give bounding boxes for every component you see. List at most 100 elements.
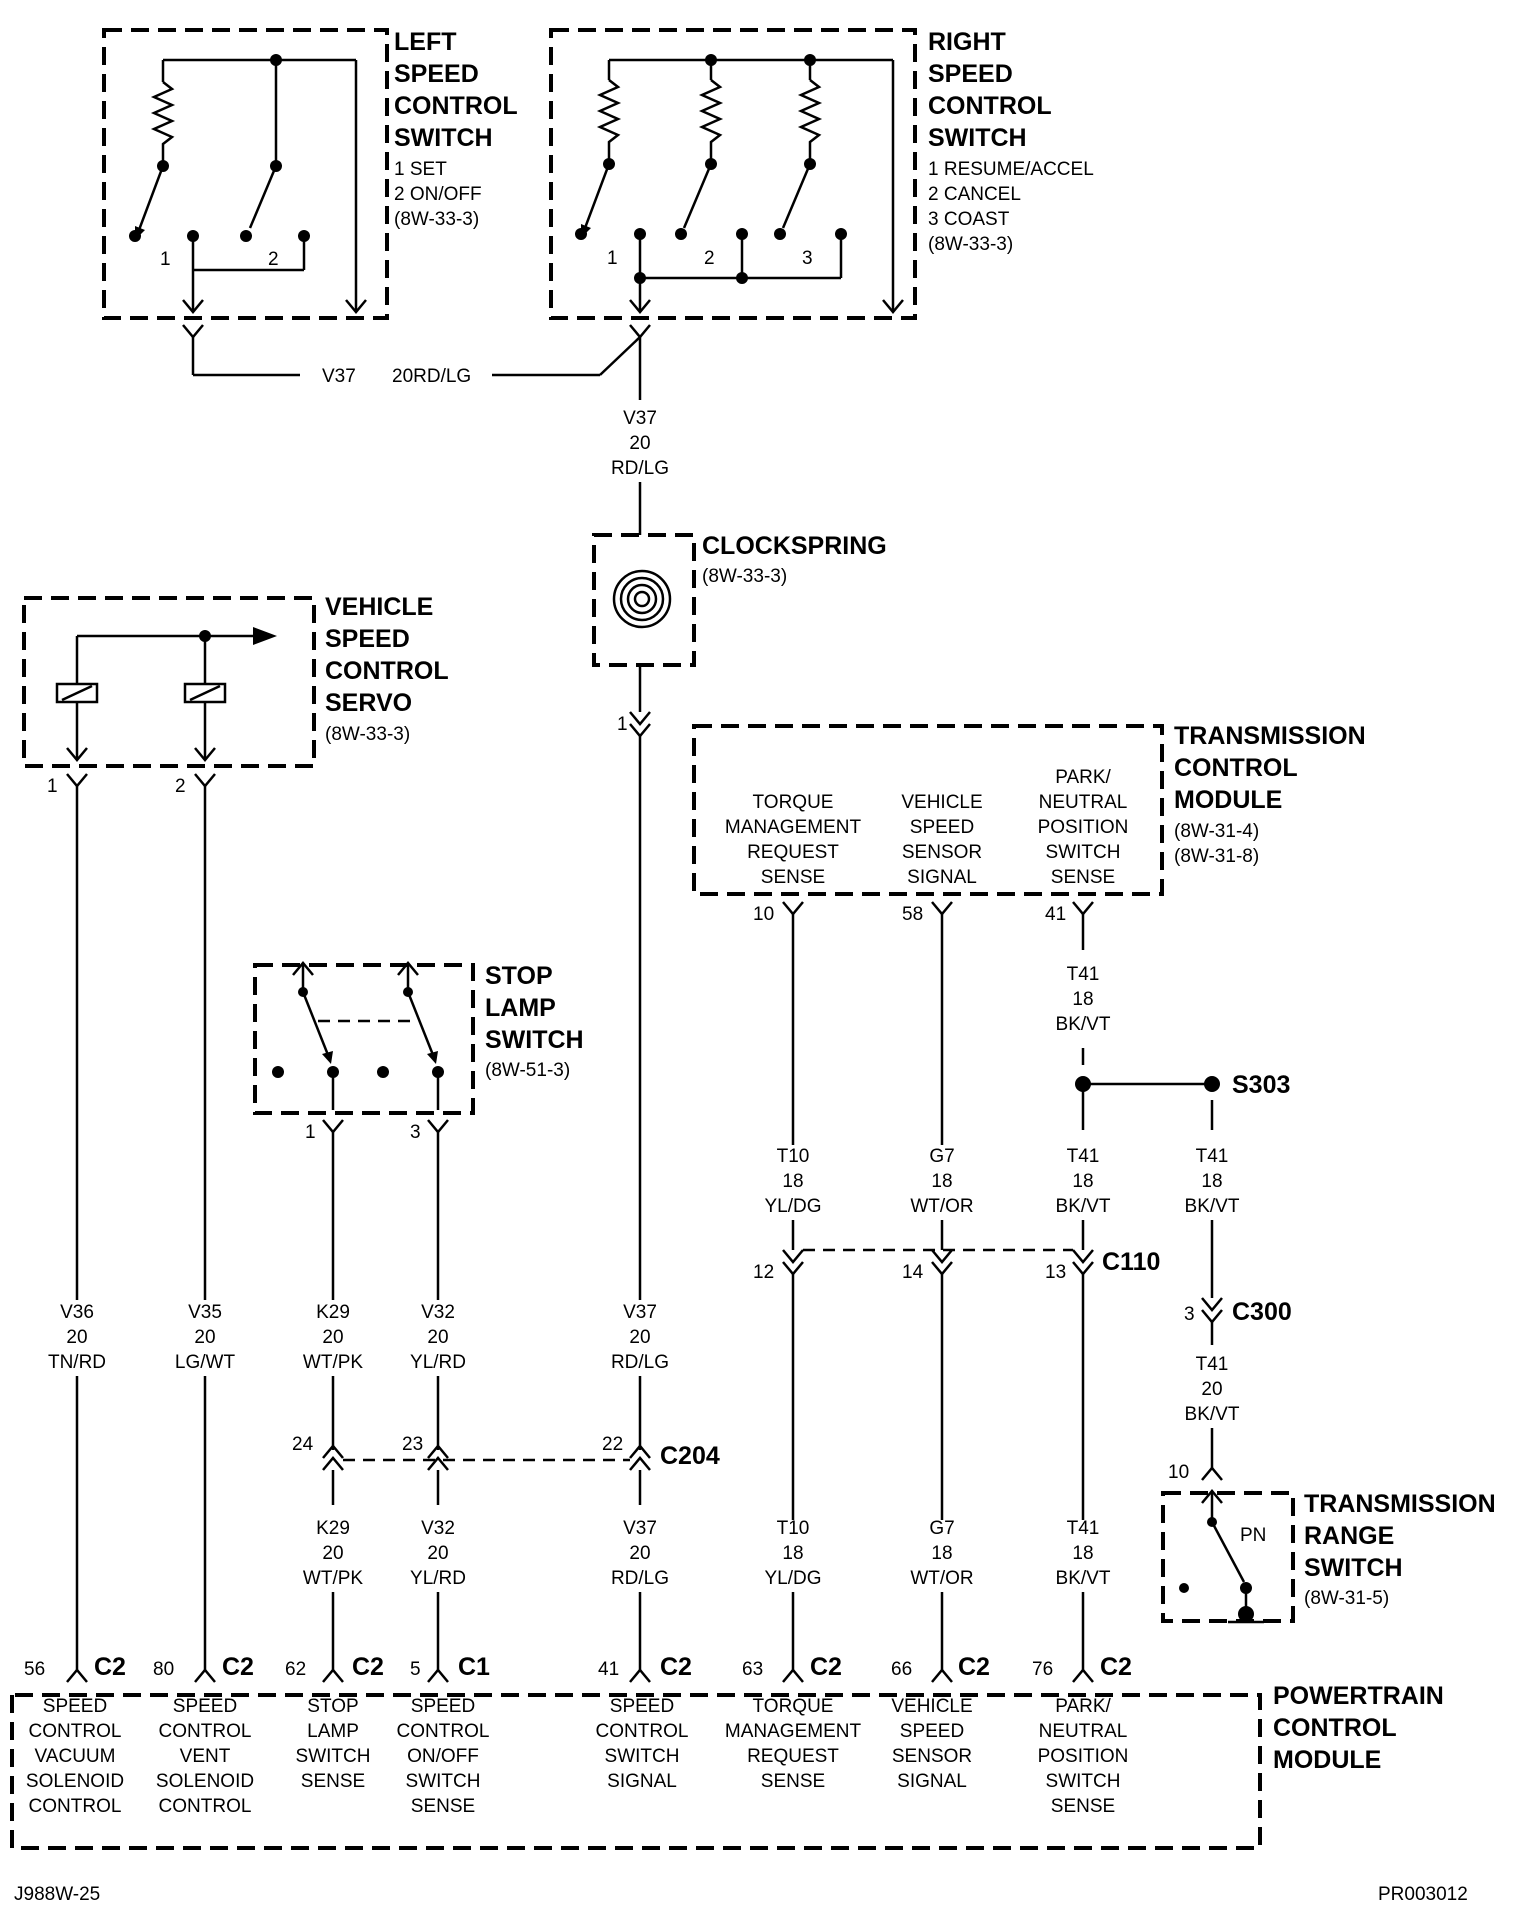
footer-right-code: PR003012 bbox=[1378, 1884, 1468, 1905]
svg-text:SPEED: SPEED bbox=[43, 1696, 107, 1717]
left-switch-title-3: CONTROL bbox=[394, 92, 518, 120]
servo-title-3: CONTROL bbox=[325, 657, 449, 685]
svg-text:RD/LG: RD/LG bbox=[611, 1568, 669, 1589]
svg-text:LAMP: LAMP bbox=[307, 1721, 359, 1742]
svg-text:SWITCH: SWITCH bbox=[1046, 842, 1121, 863]
svg-text:CONTROL: CONTROL bbox=[159, 1721, 252, 1742]
svg-text:CONTROL: CONTROL bbox=[397, 1721, 490, 1742]
c204-pin-24: 24 bbox=[292, 1434, 314, 1455]
c110-pin-12: 12 bbox=[753, 1262, 774, 1283]
servo-pin-1: 1 bbox=[47, 776, 58, 797]
svg-text:BK/VT: BK/VT bbox=[1056, 1568, 1111, 1589]
svg-text:CONTROL: CONTROL bbox=[596, 1721, 689, 1742]
splice-s303: S303 bbox=[1232, 1071, 1290, 1099]
wire-label-v37-b: V37 bbox=[623, 1518, 657, 1539]
right-switch-pin-3: 3 bbox=[802, 248, 813, 269]
tcm-title-1: TRANSMISSION bbox=[1174, 722, 1366, 750]
svg-text:C2: C2 bbox=[94, 1653, 126, 1681]
wire-label-t41-a: T41 bbox=[1067, 1146, 1100, 1167]
footer-left-code: J988W-25 bbox=[14, 1884, 100, 1905]
svg-text:BK/VT: BK/VT bbox=[1185, 1404, 1240, 1425]
tcm-detail-1: (8W-31-4) bbox=[1174, 821, 1259, 842]
svg-text:POSITION: POSITION bbox=[1038, 817, 1129, 838]
trs-pin: 10 bbox=[1168, 1462, 1189, 1483]
svg-text:5: 5 bbox=[410, 1659, 421, 1680]
svg-text:ON/OFF: ON/OFF bbox=[407, 1746, 479, 1767]
svg-text:SOLENOID: SOLENOID bbox=[156, 1771, 254, 1792]
svg-text:SIGNAL: SIGNAL bbox=[607, 1771, 677, 1792]
svg-text:BK/VT: BK/VT bbox=[1056, 1196, 1111, 1217]
svg-text:18: 18 bbox=[1201, 1171, 1222, 1192]
svg-text:VEHICLE: VEHICLE bbox=[891, 1696, 972, 1717]
svg-text:WT/PK: WT/PK bbox=[303, 1352, 363, 1373]
pcm-title-1: POWERTRAIN bbox=[1273, 1682, 1444, 1710]
svg-text:SPEED: SPEED bbox=[173, 1696, 237, 1717]
clockspring-title: CLOCKSPRING bbox=[702, 532, 887, 560]
svg-text:18: 18 bbox=[931, 1171, 952, 1192]
svg-text:T41: T41 bbox=[1196, 1354, 1229, 1375]
left-switch-pin-1: 1 bbox=[160, 249, 171, 270]
trs-title-2: RANGE bbox=[1304, 1522, 1394, 1550]
wire-label-t10-a: T10 bbox=[777, 1146, 810, 1167]
svg-text:NEUTRAL: NEUTRAL bbox=[1039, 792, 1128, 813]
right-switch-title-2: SPEED bbox=[928, 60, 1013, 88]
svg-text:SPEED: SPEED bbox=[411, 1696, 475, 1717]
stop-lamp-detail: (8W-51-3) bbox=[485, 1060, 570, 1081]
svg-text:WT/OR: WT/OR bbox=[910, 1568, 973, 1589]
svg-text:62: 62 bbox=[285, 1659, 306, 1680]
svg-text:C2: C2 bbox=[958, 1653, 990, 1681]
svg-text:CONTROL: CONTROL bbox=[29, 1796, 122, 1817]
trs-contact-pn: PN bbox=[1240, 1525, 1266, 1546]
stop-lamp-title-1: STOP bbox=[485, 962, 553, 990]
svg-text:18: 18 bbox=[782, 1543, 803, 1564]
inline-wire-code: V37 bbox=[322, 366, 356, 387]
svg-text:BK/VT: BK/VT bbox=[1056, 1014, 1111, 1035]
svg-text:WT/PK: WT/PK bbox=[303, 1568, 363, 1589]
right-speed-control-switch: 1 2 3 RIGHT SPEED CONTROL SWITCH 1 RESUM… bbox=[549, 28, 1094, 400]
servo-pin-2: 2 bbox=[175, 776, 186, 797]
svg-text:20: 20 bbox=[427, 1543, 448, 1564]
connector-c204: C204 bbox=[660, 1442, 720, 1470]
svg-text:SWITCH: SWITCH bbox=[605, 1746, 680, 1767]
svg-text:SENSE: SENSE bbox=[301, 1771, 365, 1792]
svg-text:STOP: STOP bbox=[307, 1696, 358, 1717]
svg-text:YL/DG: YL/DG bbox=[764, 1568, 821, 1589]
svg-text:TN/RD: TN/RD bbox=[48, 1352, 106, 1373]
svg-text:SWITCH: SWITCH bbox=[296, 1746, 371, 1767]
tcm-detail-2: (8W-31-8) bbox=[1174, 846, 1259, 867]
svg-text:WT/OR: WT/OR bbox=[910, 1196, 973, 1217]
svg-text:LG/WT: LG/WT bbox=[175, 1352, 236, 1373]
servo-title-2: SPEED bbox=[325, 625, 410, 653]
svg-text:41: 41 bbox=[598, 1659, 619, 1680]
svg-text:20: 20 bbox=[1201, 1379, 1222, 1400]
svg-text:SENSOR: SENSOR bbox=[902, 842, 982, 863]
clockspring-pin: 1 bbox=[617, 714, 628, 735]
svg-text:20: 20 bbox=[629, 1327, 650, 1348]
svg-text:66: 66 bbox=[891, 1659, 912, 1680]
trs-title-3: SWITCH bbox=[1304, 1554, 1403, 1582]
svg-text:POSITION: POSITION bbox=[1038, 1746, 1129, 1767]
right-switch-detail-2: 2 CANCEL bbox=[928, 184, 1021, 205]
wire-label-v36: V36 bbox=[60, 1302, 94, 1323]
svg-text:YL/RD: YL/RD bbox=[410, 1568, 466, 1589]
svg-text:SPEED: SPEED bbox=[900, 1721, 964, 1742]
svg-text:CONTROL: CONTROL bbox=[159, 1796, 252, 1817]
pcm-connector-pins: 56 C2 80 C2 62 C2 5 C1 41 C2 63 C2 66 C2… bbox=[24, 1653, 1132, 1683]
wire-label-t41-tcm: T41 18 BK/VT bbox=[1056, 964, 1111, 1035]
stop-lamp-title-3: SWITCH bbox=[485, 1026, 584, 1054]
wire-label-t41-c: T41 bbox=[1067, 1518, 1100, 1539]
servo-title-4: SERVO bbox=[325, 689, 412, 717]
tcm-pin-41: 41 bbox=[1045, 904, 1066, 925]
servo-title-1: VEHICLE bbox=[325, 593, 433, 621]
svg-text:18: 18 bbox=[1072, 989, 1093, 1010]
svg-text:V37: V37 bbox=[623, 408, 657, 429]
right-switch-title-1: RIGHT bbox=[928, 28, 1006, 56]
vehicle-speed-control-servo: VEHICLE SPEED CONTROL SERVO (8W-33-3) bbox=[22, 593, 449, 768]
stop-lamp-pin-3: 3 bbox=[410, 1122, 421, 1143]
transmission-control-module: TORQUE MANAGEMENT REQUEST SENSE VEHICLE … bbox=[692, 722, 1366, 896]
connector-c110: C110 bbox=[1102, 1248, 1160, 1276]
right-switch-detail-4: (8W-33-3) bbox=[928, 234, 1013, 255]
svg-text:C2: C2 bbox=[222, 1653, 254, 1681]
right-switch-detail-1: 1 RESUME/ACCEL bbox=[928, 159, 1094, 180]
